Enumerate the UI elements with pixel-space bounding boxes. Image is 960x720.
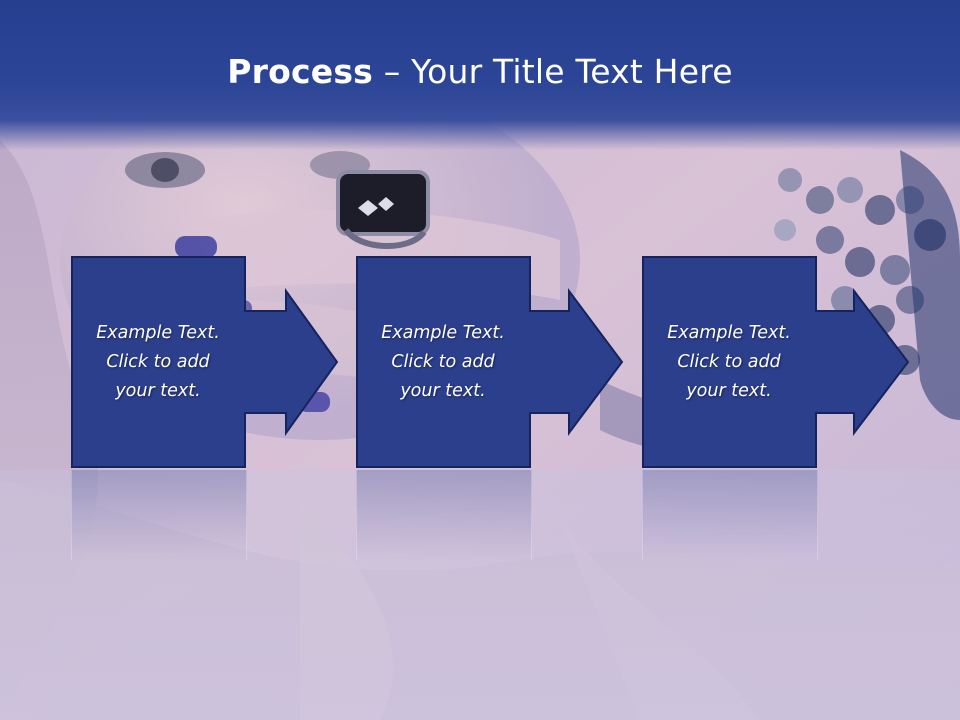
title-bold-part: Process [227,52,374,91]
step-2-reflection [356,470,532,560]
title-band [0,0,960,150]
step-1-reflection [71,470,247,560]
step-2-text[interactable]: Example Text. Click to add your text. [381,322,505,401]
process-step-1[interactable]: Example Text. Click to add your text. [71,256,417,468]
title-rest-part: – Your Title Text Here [373,52,733,91]
step-2-shape [356,256,624,468]
step-3-shape [642,256,910,468]
slide-title[interactable]: Process – Your Title Text Here [0,52,960,91]
step-1-text[interactable]: Example Text. Click to add your text. [96,322,220,401]
step-1-shape [71,256,339,468]
reflection-fade [0,470,960,720]
step-3-reflection [642,470,818,560]
process-step-2[interactable]: Example Text. Click to add your text. [356,256,702,468]
process-step-3[interactable]: Example Text. Click to add your text. [642,256,960,468]
step-3-text[interactable]: Example Text. Click to add your text. [667,322,791,401]
